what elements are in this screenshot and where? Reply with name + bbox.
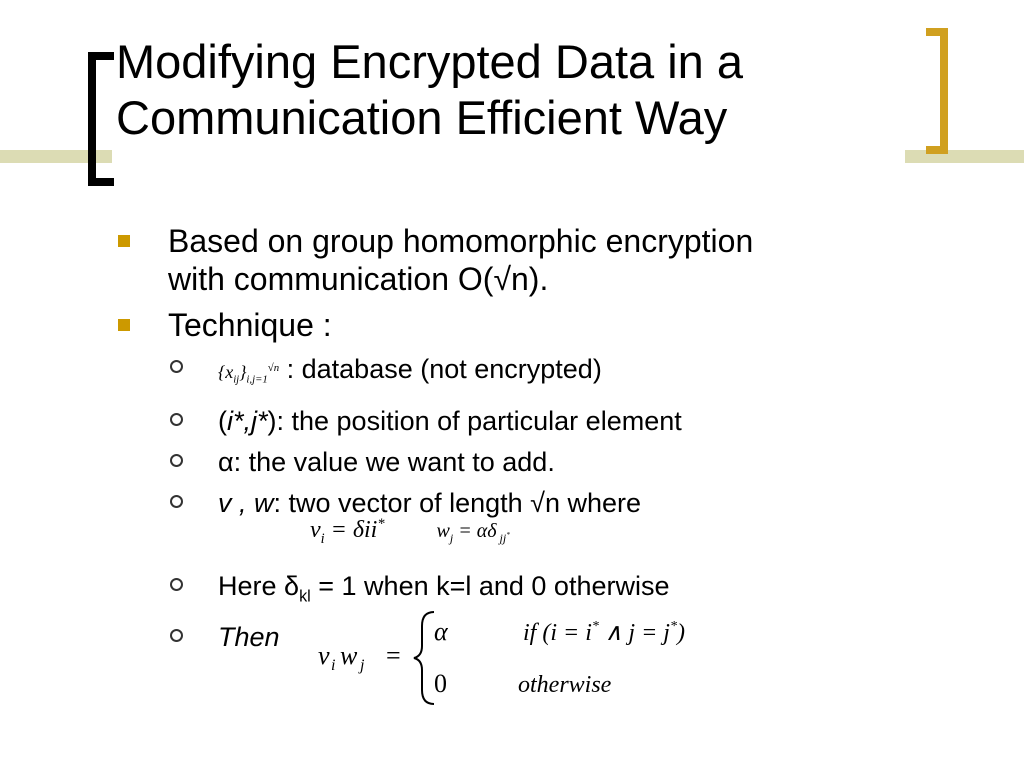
circle-bullet-icon xyxy=(170,494,183,508)
circle-bullet-icon xyxy=(170,577,183,591)
square-bullet-icon xyxy=(118,319,130,331)
sub-delta: Here δkl = 1 when k=l and 0 otherwise xyxy=(118,570,918,612)
sub-database: {xij}i,j=1√n : database (not encrypted) xyxy=(118,352,918,396)
database-formula: {xij}i,j=1√n xyxy=(218,362,280,386)
case2-condition: otherwise xyxy=(518,672,612,698)
position-open: ( xyxy=(218,405,227,436)
vectors-ital: v , w xyxy=(218,487,274,518)
bullet-line2: with communication O(√n). xyxy=(168,261,549,297)
title-band-right xyxy=(905,150,1024,163)
title-band-left xyxy=(0,150,112,163)
eq-lhs-w: w xyxy=(340,641,358,670)
bullet-based-on: Based on group homomorphic encryption wi… xyxy=(118,222,918,298)
case1-value: α xyxy=(434,617,449,646)
sub-then: Then xyxy=(118,621,918,653)
bullet-prefix: Based on xyxy=(168,223,313,259)
database-text: : database (not encrypted) xyxy=(286,354,602,384)
right-bracket xyxy=(926,28,948,154)
delta-sub: kl xyxy=(299,586,311,605)
position-text: ): the position of particular element xyxy=(267,405,682,436)
sub-alpha: α: the value we want to add. xyxy=(118,446,918,478)
bullet-strong: group homomorphic encryption xyxy=(312,223,754,259)
eq-v: vi = δii* xyxy=(310,516,385,547)
eq-w: wj = αδ jj* xyxy=(436,520,510,545)
case1-condition: if (i = i* ∧ j = j*) xyxy=(523,619,685,646)
vector-definitions: vi = δii* wj = αδ jj* xyxy=(310,516,510,548)
eq-equals: = xyxy=(386,641,401,670)
left-brace-icon xyxy=(413,611,435,705)
title-line-2: Communication Efficient Way xyxy=(116,91,728,144)
sub-position: (i*,j*): the position of particular elem… xyxy=(118,405,918,437)
title-line-1: Modifying Encrypted Data in a xyxy=(116,35,743,88)
eq-lhs-sub-j: j xyxy=(358,657,365,674)
alpha-text: α: the value we want to add. xyxy=(218,446,555,477)
circle-bullet-icon xyxy=(170,453,183,467)
left-bracket xyxy=(88,52,114,186)
bullet-technique: Technique : xyxy=(118,306,918,344)
delta-text-b: = 1 when k=l and 0 otherwise xyxy=(310,570,670,601)
case2-value: 0 xyxy=(434,669,447,698)
piecewise-equation: v i w j = α if (i = i* ∧ j = j*) 0 other… xyxy=(318,611,685,705)
bullet-technique-text: Technique : xyxy=(168,307,332,343)
then-text: Then xyxy=(218,621,280,652)
slide-content: Based on group homomorphic encryption wi… xyxy=(118,222,918,662)
position-ital: i*,j* xyxy=(227,405,268,436)
vectors-text: : two vector of length √n where xyxy=(273,487,642,518)
sub-vectors: v , w: two vector of length √n where xyxy=(118,487,918,519)
circle-bullet-icon xyxy=(170,360,183,373)
delta-text-a: Here δ xyxy=(218,570,300,601)
slide-title: Modifying Encrypted Data in a Communicat… xyxy=(116,34,906,146)
eq-lhs: v xyxy=(318,641,330,670)
circle-bullet-icon xyxy=(170,412,183,426)
circle-bullet-icon xyxy=(170,628,183,642)
square-bullet-icon xyxy=(118,235,130,247)
eq-lhs-sub-i: i xyxy=(331,657,335,674)
